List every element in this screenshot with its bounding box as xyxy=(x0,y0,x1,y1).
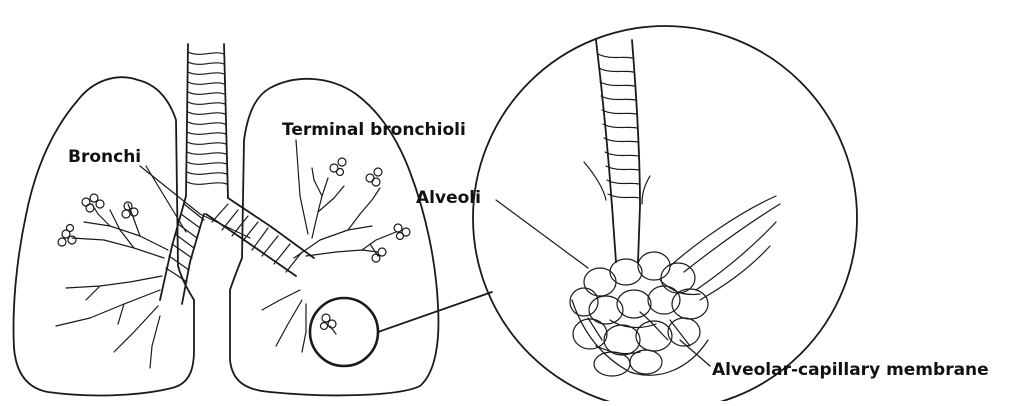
magnified-view xyxy=(473,26,857,401)
label-bronchi: Bronchi xyxy=(68,147,141,167)
left-bronchial-tree xyxy=(56,194,168,368)
main-bronchi xyxy=(160,196,314,304)
label-alveolar-capillary-membrane: Alveolar-capillary membrane xyxy=(712,360,989,380)
label-terminal-bronchioli: Terminal bronchioli xyxy=(282,120,466,140)
magnified-region-marker xyxy=(310,292,492,366)
left-lung xyxy=(14,77,195,395)
trachea xyxy=(186,44,228,198)
label-alveoli: Alveoli xyxy=(416,188,481,208)
